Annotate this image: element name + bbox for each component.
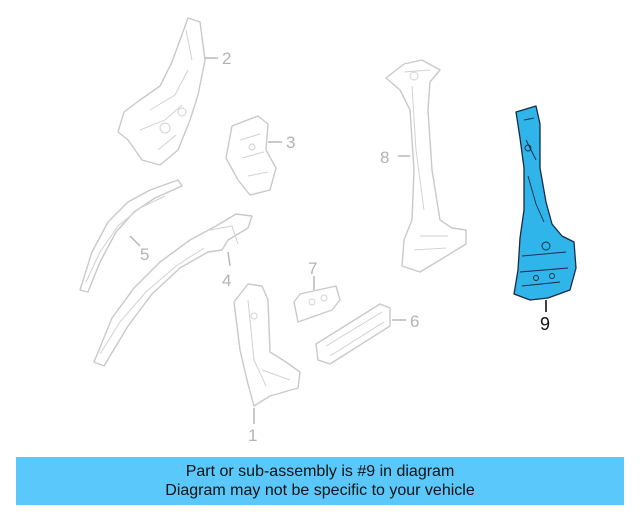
parts-diagram: 2 3 5 4 8 7 6	[79, 17, 577, 445]
part-6-rocker	[315, 303, 391, 365]
part-5-roof-rail	[79, 179, 183, 293]
callout-8: 8	[380, 148, 389, 167]
callout-6: 6	[410, 312, 419, 331]
banner-line-part: Part or sub-assembly is #9 in diagram	[185, 463, 455, 480]
callout-7: 7	[308, 259, 317, 278]
part-3-bracket	[225, 115, 277, 196]
callout-4: 4	[222, 271, 231, 290]
part-8-b-pillar	[385, 59, 467, 273]
callout-5: 5	[140, 245, 149, 264]
callout-9: 9	[540, 314, 550, 334]
part-4-inner-rail	[93, 213, 253, 367]
part-9-pillar-reinforcement	[513, 105, 577, 301]
callout-3: 3	[286, 133, 295, 152]
callout-1: 1	[248, 426, 257, 445]
part-info-banner: Part or sub-assembly is #9 in diagram Di…	[16, 457, 624, 505]
part-1-lower-pillar	[233, 283, 301, 407]
banner-line-disclaimer: Diagram may not be specific to your vehi…	[165, 482, 475, 499]
part-7-bracket	[293, 285, 341, 323]
part-2-quarter-panel	[117, 17, 206, 166]
callout-2: 2	[222, 49, 231, 68]
